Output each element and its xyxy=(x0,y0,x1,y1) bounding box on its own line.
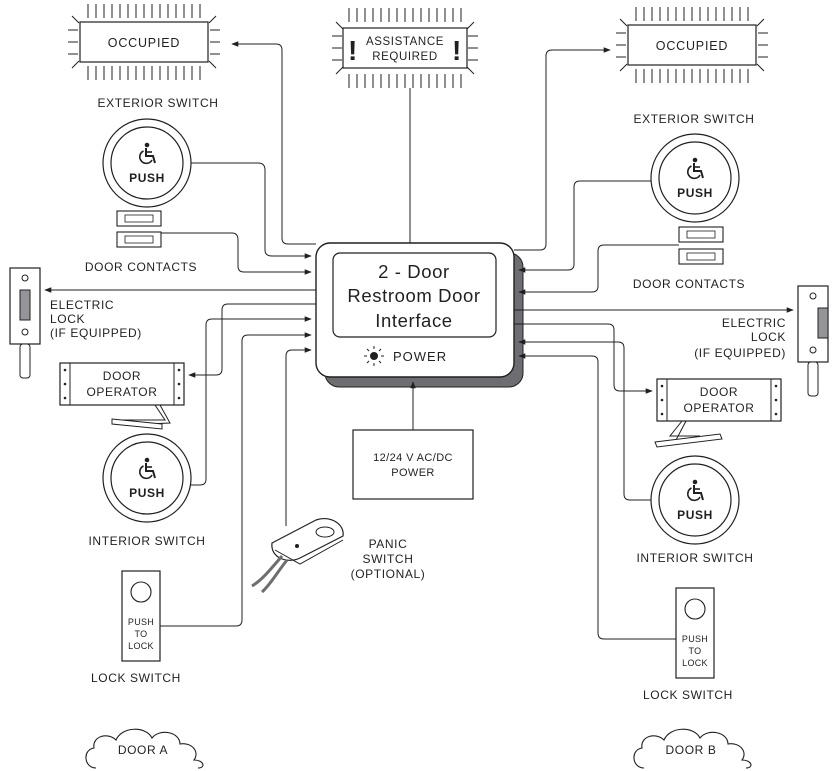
door-a-door-operator-line-1: DOOR xyxy=(103,369,141,383)
door-b-door-operator-line-2: OPERATOR xyxy=(683,401,754,415)
power-supply: 12/24 V AC/DC POWER xyxy=(352,381,474,500)
door-a-lock-switch-line-2: TO xyxy=(135,629,148,639)
panic-switch-device xyxy=(251,518,344,594)
assistance-required-sign: ! ! ASSISTANCE REQUIRED xyxy=(332,8,478,243)
power-supply-line-2: POWER xyxy=(391,467,435,479)
door-a-sign-text: OCCUPIED xyxy=(108,36,180,50)
door-b-sign-frame xyxy=(627,24,757,66)
door-a-occupied-sign: OCCUPIED xyxy=(68,4,220,80)
wires xyxy=(44,41,794,640)
door-b-door-operator xyxy=(654,378,782,448)
power-supply-line-1: 12/24 V AC/DC xyxy=(373,452,453,464)
panic-switch-line-2: SWITCH xyxy=(363,552,414,566)
interface-title-line-1: 2 - Door xyxy=(378,261,450,282)
interface-title-line-2: Restroom Door xyxy=(347,285,480,306)
door-b-interior-push-button: PUSH xyxy=(650,455,740,545)
door-b-exterior-push-button: PUSH xyxy=(650,133,740,223)
wire-door-a-exterior-switch xyxy=(191,162,312,259)
door-a-cloud-label: DOOR A xyxy=(118,743,168,757)
door-a-door-operator-line-2: OPERATOR xyxy=(86,385,157,399)
door-a-exterior-switch-label: EXTERIOR SWITCH xyxy=(97,96,218,110)
door-a-lock-switch: PUSH TO LOCK xyxy=(121,570,161,662)
interface-title-line-3: Interface xyxy=(375,310,452,331)
panic-switch-line-3: (OPTIONAL) xyxy=(351,567,426,581)
door-b-electric-lock xyxy=(797,285,829,397)
door-b-exterior-switch-label: EXTERIOR SWITCH xyxy=(633,112,754,126)
wire-door-a-contacts xyxy=(161,232,312,275)
wire-door-a-lock-switch xyxy=(160,332,312,627)
assistance-sign-rays xyxy=(332,8,478,88)
door-b-occupied-sign: OCCUPIED xyxy=(616,7,768,83)
door-b-interior-push-text: PUSH xyxy=(677,508,713,522)
door-b-lock-switch-line-1: PUSH xyxy=(682,634,708,644)
door-a-interior-switch-label: INTERIOR SWITCH xyxy=(89,534,206,548)
door-b-electric-lock-line-2: LOCK xyxy=(751,330,786,344)
door-a-door-contacts-label: DOOR CONTACTS xyxy=(85,260,197,274)
door-b-cloud xyxy=(633,728,752,769)
door-b-lock-switch-line-2: TO xyxy=(689,646,702,656)
door-b-door-operator-line-1: DOOR xyxy=(700,385,738,399)
door-a-interior-push-button: PUSH xyxy=(102,433,192,523)
door-b-door-contacts xyxy=(678,226,724,265)
interface-screen xyxy=(332,252,497,338)
power-led-icon xyxy=(364,346,384,366)
wire-door-b-contacts xyxy=(518,244,679,295)
wire-door-b-lock-switch xyxy=(518,353,676,640)
door-a-electric-lock-line-3: (IF EQUIPPED) xyxy=(50,326,142,340)
door-b-door-contacts-label: DOOR CONTACTS xyxy=(633,277,745,291)
door-a-exterior-push-text: PUSH xyxy=(129,171,165,185)
door-a-electric-lock-line-2: LOCK xyxy=(50,312,85,326)
door-b-sign-text: OCCUPIED xyxy=(656,39,728,53)
door-a-interior-push-text: PUSH xyxy=(129,486,165,500)
door-a-electric-lock-line-1: ELECTRIC xyxy=(50,298,114,312)
door-a-lock-switch-line-3: LOCK xyxy=(128,641,154,651)
wire-door-b-operator xyxy=(514,323,653,394)
door-a-lock-switch-label: LOCK SWITCH xyxy=(91,671,181,685)
wire-door-a-interior-switch xyxy=(191,316,312,486)
wire-door-a-operator xyxy=(188,303,316,378)
wire-door-b-exterior-switch xyxy=(518,180,651,273)
door-b-electric-lock-line-3: (IF EQUIPPED) xyxy=(694,346,786,360)
door-b-exterior-push-text: PUSH xyxy=(677,186,713,200)
wire-door-b-interior-switch xyxy=(518,339,651,501)
wire-door-b-occupied-sign xyxy=(514,47,611,251)
wire-panic-switch xyxy=(285,347,312,526)
assistance-left-exclamation: ! xyxy=(348,35,358,66)
door-a-exterior-push-button: PUSH xyxy=(102,118,192,208)
door-a-electric-lock xyxy=(9,267,41,379)
wire-door-a-occupied-sign xyxy=(231,41,316,245)
assistance-sign-frame xyxy=(342,27,468,69)
door-b-electric-lock-line-1: ELECTRIC xyxy=(722,316,786,330)
door-b-cloud-label: DOOR B xyxy=(666,743,717,757)
door-a-cloud xyxy=(85,728,204,769)
power-supply-box xyxy=(352,429,474,500)
panic-switch-line-1: PANIC xyxy=(369,537,408,551)
door-b-lock-switch-label: LOCK SWITCH xyxy=(643,688,733,702)
door-a-door-operator xyxy=(59,362,185,430)
power-indicator-label: POWER xyxy=(393,349,447,364)
door-b-lock-switch-line-3: LOCK xyxy=(682,658,708,668)
door-a-sign-frame xyxy=(79,21,209,63)
door-a-lock-switch-line-1: PUSH xyxy=(128,617,154,627)
assistance-right-exclamation: ! xyxy=(452,35,462,66)
door-b-interior-switch-label: INTERIOR SWITCH xyxy=(637,551,754,565)
door-a-door-contacts xyxy=(116,210,162,248)
assistance-line-2: REQUIRED xyxy=(372,51,438,63)
door-b-lock-switch: PUSH TO LOCK xyxy=(675,587,715,679)
assistance-line-1: ASSISTANCE xyxy=(366,36,444,48)
interface-box: 2 - Door Restroom Door Interface POWER xyxy=(315,242,524,388)
